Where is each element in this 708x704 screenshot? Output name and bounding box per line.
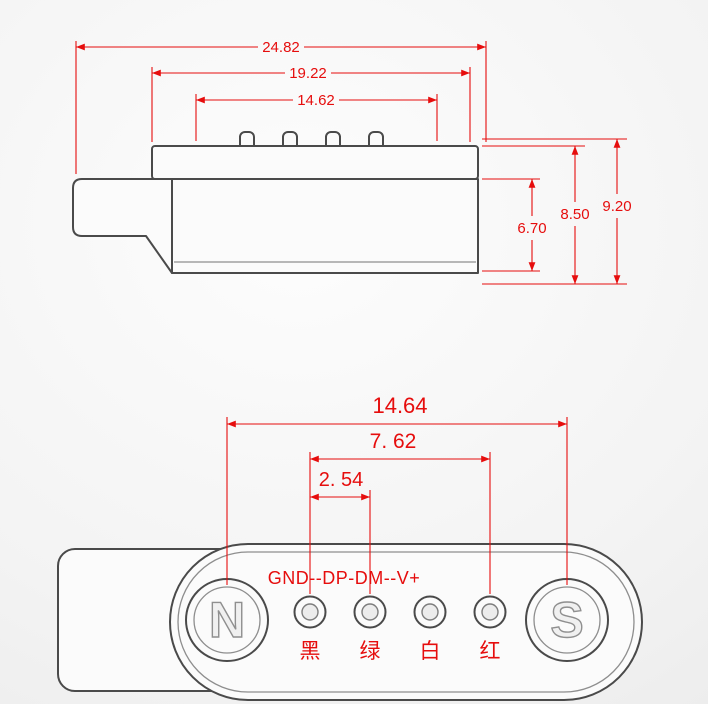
wire-color-label-2: 绿 bbox=[360, 640, 381, 663]
wire-color-labels: 黑 绿 白 红 bbox=[300, 640, 501, 663]
pin-inner bbox=[421, 603, 439, 621]
dim-label-total-height: 9.20 bbox=[602, 198, 631, 215]
side-view: 24.82 19.22 14.62 6.70 bbox=[72, 39, 632, 285]
pin-inner bbox=[361, 603, 379, 621]
dim-magnet-span: 14.64 bbox=[226, 393, 568, 585]
magnet-n: N bbox=[185, 578, 269, 662]
magnet-s-inner-ring bbox=[533, 586, 601, 654]
dim-label-body-height: 6.70 bbox=[517, 220, 546, 237]
connector-flange bbox=[151, 145, 479, 180]
dim-label-flange-width: 19.22 bbox=[289, 65, 327, 82]
dim-label-inner-width: 14.62 bbox=[297, 92, 335, 109]
pogo-pins bbox=[293, 595, 507, 629]
dim-body-height: 6.70 bbox=[482, 178, 547, 272]
face-view: N S bbox=[57, 393, 643, 701]
dim-inner-width: 14.62 bbox=[195, 92, 438, 141]
pogo-pin-2 bbox=[353, 595, 387, 629]
dim-label-total-width: 24.82 bbox=[262, 39, 300, 56]
pogo-pin-1 bbox=[293, 595, 327, 629]
dim-label-pin-pitch: 2. 54 bbox=[319, 469, 363, 491]
dim-pin-span: 7. 62 bbox=[309, 430, 491, 594]
side-view-body bbox=[72, 145, 479, 274]
dim-flange-height: 8.50 bbox=[482, 145, 590, 285]
signal-labels-text: GND--DP-DM--V+ bbox=[268, 568, 421, 588]
connector-face-inner-line bbox=[177, 551, 635, 693]
magnet-s-label: S bbox=[550, 592, 583, 648]
dim-flange-width: 19.22 bbox=[151, 65, 471, 142]
dim-total-width: 24.82 bbox=[75, 39, 487, 174]
wire-color-label-4: 红 bbox=[480, 640, 501, 663]
magnet-n-label: N bbox=[209, 592, 245, 648]
pogo-pin-4 bbox=[473, 595, 507, 629]
pin-inner bbox=[301, 603, 319, 621]
wire-color-label-1: 黑 bbox=[300, 640, 321, 663]
magnet-n-inner-ring bbox=[193, 586, 261, 654]
wire-color-label-3: 白 bbox=[420, 640, 441, 663]
dim-label-flange-height: 8.50 bbox=[560, 206, 589, 223]
magnet-s: S bbox=[525, 578, 609, 662]
pin-inner bbox=[481, 603, 499, 621]
dim-label-magnet-span: 14.64 bbox=[372, 393, 427, 418]
dim-label-pin-span: 7. 62 bbox=[370, 430, 417, 453]
dim-total-height: 9.20 bbox=[482, 138, 632, 285]
pogo-pin-3 bbox=[413, 595, 447, 629]
cable-boot bbox=[72, 178, 173, 274]
connector-housing bbox=[171, 178, 479, 274]
connector-face-outline bbox=[169, 543, 643, 701]
dim-pin-pitch: 2. 54 bbox=[309, 469, 371, 594]
